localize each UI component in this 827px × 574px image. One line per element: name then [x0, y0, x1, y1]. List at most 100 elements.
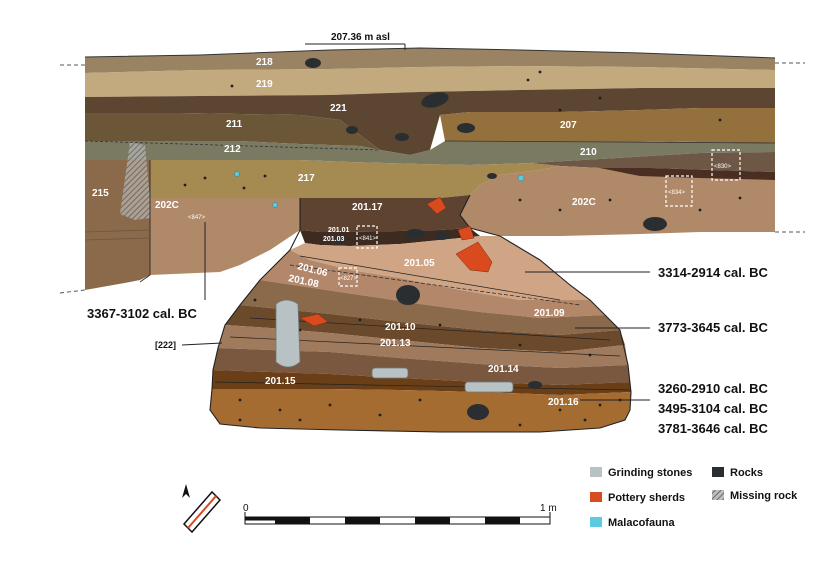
- left-bottom-dashed: [59, 289, 86, 294]
- pit-outline: [209, 194, 632, 433]
- rock: [467, 404, 489, 420]
- sample-box-834: [665, 175, 693, 207]
- layer-212: [85, 141, 775, 165]
- layer-211: [85, 113, 380, 150]
- pottery-sherd: [299, 313, 329, 327]
- layer-210: [530, 152, 775, 172]
- rock: [457, 123, 475, 133]
- sample-labels: <847> <830> <834> <841> <827>: [188, 164, 732, 282]
- label-219: 219: [256, 79, 273, 90]
- sample-boxes: [338, 149, 741, 287]
- legend: Grinding stones Pottery sherds Malacofau…: [590, 467, 798, 529]
- boundary-line: [214, 381, 631, 391]
- layer-201-16: [210, 389, 631, 432]
- label-201-10: 201.10: [385, 322, 416, 333]
- label-211: 211: [226, 119, 243, 130]
- legend-label-rocks: Rocks: [730, 467, 763, 479]
- section-top-line: [84, 47, 776, 59]
- grinding-stone: [371, 367, 409, 379]
- boundary-line: [444, 140, 776, 144]
- label-210: 210: [580, 147, 597, 158]
- inclusion-dots: [183, 70, 742, 427]
- layer-218: [85, 48, 775, 73]
- pit-cut-line: [84, 229, 151, 241]
- date-3773-3645: 3773-3645 cal. BC: [658, 320, 768, 335]
- label-212: 212: [224, 144, 241, 155]
- sample-label-830: <830>: [714, 164, 732, 170]
- missing-rock-wedge: [120, 142, 150, 220]
- scale-bar: 0 1 m: [243, 503, 557, 525]
- shell: [517, 174, 525, 182]
- elevation-label: 207.36 m asl: [331, 32, 390, 43]
- layer-202c-right: [460, 166, 775, 236]
- pottery-sherd: [455, 241, 493, 273]
- rock: [346, 126, 358, 134]
- sample-box-827: [338, 267, 358, 287]
- grinding-stones-group: [275, 299, 514, 393]
- layer-221: [85, 88, 775, 155]
- legend-label-grinding: Grinding stones: [608, 467, 692, 479]
- layer-219: [85, 66, 775, 97]
- label-201-09: 201.09: [534, 308, 565, 319]
- label-207: 207: [560, 120, 577, 131]
- pit-fill: [209, 194, 632, 433]
- feature-222-leader: [181, 342, 223, 346]
- label-202c-left: 202C: [155, 200, 179, 211]
- legend-swatch-missing: [712, 490, 724, 500]
- label-201-03: 201.03: [323, 236, 345, 243]
- rock: [421, 92, 449, 108]
- rock: [334, 237, 346, 243]
- date-3367-3102: 3367-3102 cal. BC: [87, 306, 197, 321]
- layer-201-05: [290, 236, 590, 300]
- label-201-01: 201.01: [328, 227, 350, 234]
- layer-201-17: [300, 195, 470, 232]
- date-3314-2914: 3314-2914 cal. BC: [658, 265, 768, 280]
- legend-swatch-grinding: [590, 467, 602, 477]
- sample-label-827: <827>: [340, 276, 358, 282]
- layer-201-06-08: [260, 250, 605, 318]
- sample-label-841: <841>: [359, 236, 377, 242]
- pit-cut-line: [139, 160, 151, 283]
- north-arrow-icon: [182, 484, 190, 498]
- legend-swatch-pottery: [590, 492, 602, 502]
- grinding-stone: [464, 381, 514, 393]
- date-3260-2910: 3260-2910 cal. BC: [658, 381, 768, 396]
- upper-section: [59, 47, 805, 300]
- label-201-13: 201.13: [380, 338, 411, 349]
- layer-217: [150, 160, 560, 198]
- rock: [405, 229, 425, 239]
- rock: [435, 232, 449, 240]
- rock: [305, 58, 321, 68]
- rock: [487, 173, 497, 179]
- label-201-15: 201.15: [265, 376, 296, 387]
- rocks-group: [305, 58, 667, 420]
- layer-201-14: [213, 348, 630, 385]
- legend-label-malacofauna: Malacofauna: [608, 517, 676, 529]
- legend-label-pottery: Pottery sherds: [608, 492, 685, 504]
- scale-end-label: 1 m: [540, 503, 557, 514]
- label-221: 221: [330, 103, 347, 114]
- shell: [272, 202, 278, 208]
- label-217: 217: [298, 173, 315, 184]
- layer-207: [440, 108, 775, 143]
- date-3781-3646: 3781-3646 cal. BC: [658, 421, 768, 436]
- layer-201-15-band: [212, 370, 631, 395]
- rock: [528, 381, 542, 389]
- shell: [234, 171, 240, 177]
- feature-label-222: [222]: [155, 340, 176, 350]
- label-201-16: 201.16: [548, 397, 579, 408]
- label-218: 218: [256, 57, 273, 68]
- sample-label-834: <834>: [668, 190, 686, 196]
- rock: [396, 285, 420, 305]
- layer-deposit-dark-right: [600, 168, 775, 180]
- boundary-line: [84, 140, 381, 151]
- label-201-17: 201.17: [352, 202, 383, 213]
- label-215: 215: [92, 188, 109, 199]
- layer-201-09: [240, 280, 620, 335]
- layer-202c-left: [150, 198, 300, 275]
- elevation-marker: 207.36 m asl: [305, 32, 406, 50]
- sample-box-830: [711, 149, 741, 181]
- malacofauna-group: [234, 171, 525, 208]
- boundary-line: [289, 264, 581, 306]
